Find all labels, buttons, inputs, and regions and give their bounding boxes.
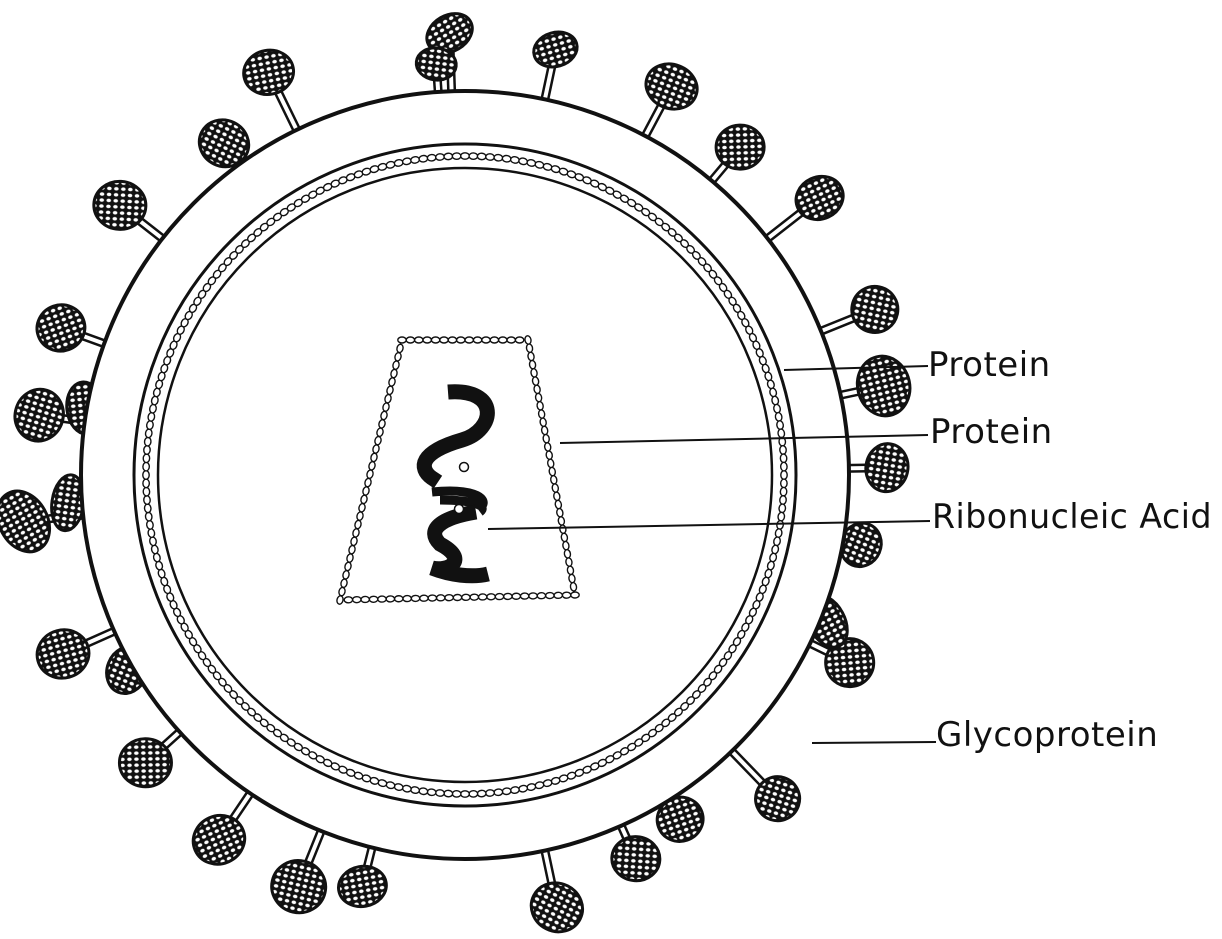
glycoprotein-spike-icon (764, 169, 850, 241)
label-protein-inner: Protein (930, 412, 1053, 452)
glycoprotein-spike-icon (709, 124, 765, 184)
glycoprotein-spike-icon (31, 298, 108, 358)
glycoprotein-spike-icon (817, 282, 902, 337)
glycoprotein-spike-icon (523, 847, 591, 934)
protein-layer-inner-line (158, 168, 772, 782)
glycoprotein-spike-icon (610, 822, 661, 882)
label-ribonucleic-acid: Ribonucleic Acid (932, 497, 1212, 537)
glycoprotein-spike-icon (335, 844, 389, 911)
glycoprotein-spike-icon (530, 27, 582, 103)
glycoprotein-spike-icon (267, 827, 331, 918)
glycoprotein-spike-icon (119, 729, 183, 787)
leader-line-glycoprotein (812, 742, 936, 743)
label-glycoprotein: Glycoprotein (936, 715, 1158, 755)
label-protein-outer: Protein (928, 345, 1051, 385)
glycoprotein-spike-icon (93, 180, 166, 241)
